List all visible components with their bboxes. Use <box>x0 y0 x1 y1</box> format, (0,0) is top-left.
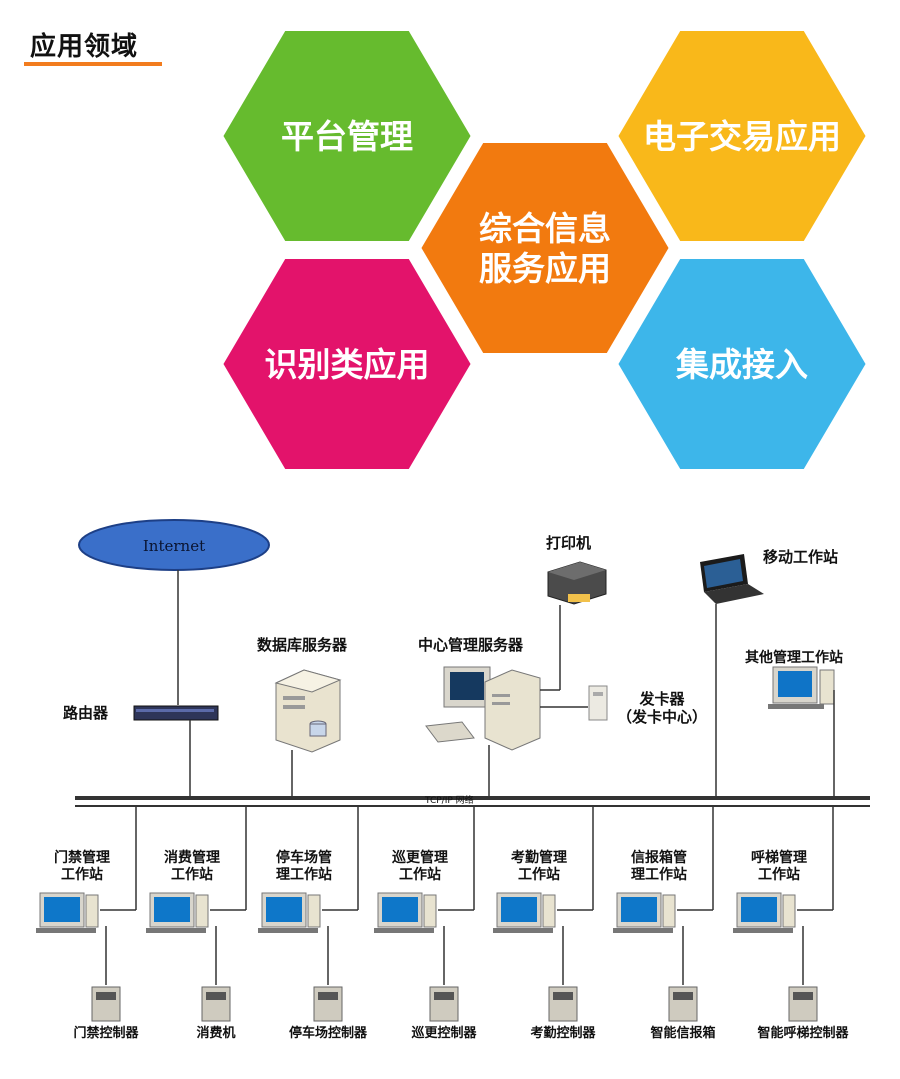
device-label: 智能呼梯控制器 <box>757 1026 849 1041</box>
hexagon-1 <box>216 25 478 247</box>
other-workstation-icon <box>768 666 835 709</box>
hexagon-2 <box>611 25 873 247</box>
controller-device-icon <box>788 986 818 1022</box>
device-label: 巡更控制器 <box>411 1026 477 1041</box>
station-label-line: 门禁管理 <box>54 850 110 866</box>
network-diagram: Internet <box>36 519 870 1022</box>
printer-icon <box>547 561 607 605</box>
db-server-label: 数据库服务器 <box>257 636 348 654</box>
controller-device-icon <box>668 986 698 1022</box>
station-label-line: 信报箱管 <box>631 850 687 866</box>
station-label: 呼梯管理工作站 <box>739 850 819 884</box>
station-label-line: 停车场管 <box>276 850 332 866</box>
printer-label: 打印机 <box>546 534 592 552</box>
hexagon-4 <box>216 253 478 475</box>
controller-device-icon <box>313 986 343 1022</box>
card-issuer-line-2: （发卡中心） <box>616 708 707 726</box>
station-label: 停车场管理工作站 <box>264 850 344 884</box>
hexagon-1-label-1: 平台管理 <box>281 117 413 156</box>
station-label-line: 呼梯管理 <box>751 850 807 866</box>
station-label-line: 工作站 <box>518 866 560 883</box>
title-underline <box>24 62 162 66</box>
other-station-label: 其他管理工作站 <box>745 650 843 666</box>
card-issuer-line-1: 发卡器 <box>639 690 685 708</box>
station-computer-icon <box>613 892 676 933</box>
device-label: 智能信报箱 <box>650 1026 716 1041</box>
mobile-station-label: 移动工作站 <box>763 548 839 566</box>
hexagon-4-label-1: 识别类应用 <box>265 345 430 384</box>
controller-device-icon <box>201 986 231 1022</box>
station-label-line: 工作站 <box>758 866 800 883</box>
internet-cloud <box>78 519 270 571</box>
station-computer-icon <box>374 892 437 933</box>
hexagon-2-label-1: 电子交易应用 <box>643 117 841 156</box>
station-label-line: 考勤管理 <box>511 850 567 866</box>
station-label: 考勤管理工作站 <box>499 850 579 884</box>
device-label: 门禁控制器 <box>73 1026 139 1041</box>
station-computer-icon <box>493 892 556 933</box>
hexagon-5-label-1: 集成接入 <box>675 345 808 384</box>
station-label-line: 巡更管理 <box>392 850 448 866</box>
central-server-label: 中心管理服务器 <box>418 636 524 654</box>
hexagon-3 <box>414 137 676 359</box>
central-server-icon <box>425 666 541 751</box>
station-label-line: 消费管理 <box>164 850 220 866</box>
internet-label: Internet <box>143 537 205 555</box>
router-label: 路由器 <box>63 704 109 722</box>
station-group <box>36 807 834 1022</box>
station-label: 门禁管理工作站 <box>42 850 122 884</box>
station-label: 信报箱管理工作站 <box>619 850 699 884</box>
network-bus-label: TCP/IP 网络 <box>424 794 474 806</box>
station-label: 消费管理工作站 <box>152 850 232 884</box>
hexagon-5 <box>611 253 873 475</box>
device-label: 消费机 <box>196 1026 236 1041</box>
controller-device-icon <box>429 986 459 1022</box>
section-title: 应用领域 <box>30 32 139 62</box>
hexagon-3-label-2: 服务应用 <box>479 249 611 288</box>
card-issuer-icon <box>588 685 608 721</box>
hexagon-3-label-1: 综合信息 <box>479 209 611 248</box>
database-server-icon <box>274 669 342 753</box>
station-computer-icon <box>146 892 209 933</box>
station-label-line: 理工作站 <box>631 866 687 883</box>
network-bus <box>75 796 870 800</box>
device-label: 停车场控制器 <box>288 1026 367 1041</box>
station-computer-icon <box>258 892 321 933</box>
card-issuer-label: 发卡器 （发卡中心） <box>612 690 712 726</box>
controller-device-icon <box>91 986 121 1022</box>
station-computer-icon <box>733 892 796 933</box>
station-label: 巡更管理工作站 <box>380 850 460 884</box>
router-icon <box>133 705 219 721</box>
station-label-line: 工作站 <box>61 866 103 883</box>
device-label: 考勤控制器 <box>530 1026 596 1041</box>
station-computer-icon <box>36 892 99 933</box>
station-label-line: 理工作站 <box>276 866 332 883</box>
station-label-line: 工作站 <box>399 866 441 883</box>
controller-device-icon <box>548 986 578 1022</box>
laptop-icon <box>700 554 764 604</box>
station-label-line: 工作站 <box>171 866 213 883</box>
